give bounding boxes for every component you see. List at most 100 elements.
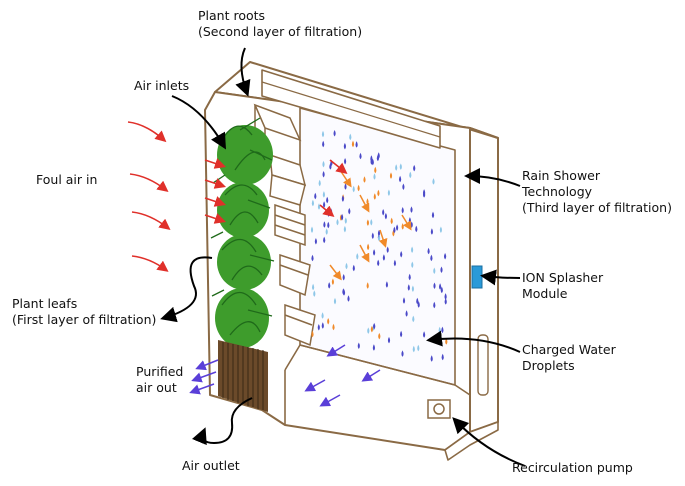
water-droplet bbox=[372, 344, 375, 351]
water-droplet bbox=[366, 282, 369, 289]
water-droplet bbox=[439, 283, 442, 290]
water-droplet bbox=[401, 207, 404, 214]
water-droplet bbox=[342, 274, 345, 281]
water-droplet bbox=[322, 191, 325, 198]
water-droplet bbox=[357, 342, 360, 349]
water-droplet bbox=[327, 221, 330, 229]
water-droplet bbox=[433, 282, 436, 289]
water-droplet bbox=[343, 225, 346, 233]
label-pointers bbox=[160, 47, 526, 467]
water-droplet bbox=[370, 219, 373, 226]
air-inlets-label: Air inlets bbox=[134, 78, 190, 93]
water-droplet bbox=[333, 297, 337, 305]
water-droplet bbox=[412, 315, 415, 323]
water-droplet bbox=[430, 254, 433, 262]
water-droplet bbox=[377, 259, 380, 267]
water-droplet bbox=[370, 325, 373, 333]
water-droplet bbox=[317, 324, 320, 331]
charged-water-line2: Droplets bbox=[522, 358, 575, 373]
water-droplet bbox=[439, 226, 442, 233]
purified-air-arrows bbox=[189, 344, 381, 407]
water-droplet bbox=[352, 185, 355, 193]
purified-air-out-line2: air out bbox=[136, 380, 177, 395]
water-droplet bbox=[415, 225, 418, 233]
air-inlets-pointer bbox=[171, 95, 227, 150]
water-droplet bbox=[345, 262, 348, 270]
water-droplet bbox=[423, 331, 426, 338]
water-droplet bbox=[433, 267, 436, 274]
water-droplet bbox=[399, 175, 402, 183]
water-droplet bbox=[322, 140, 325, 148]
water-droplet bbox=[431, 211, 435, 219]
ion-splasher-line2: Module bbox=[522, 286, 568, 301]
water-droplet bbox=[411, 285, 414, 292]
water-droplet bbox=[377, 189, 380, 197]
water-droplet bbox=[405, 310, 408, 317]
water-droplet bbox=[311, 199, 314, 207]
plant-roots-title: Plant roots bbox=[198, 8, 266, 23]
water-droplet bbox=[367, 243, 370, 251]
water-droplet bbox=[384, 212, 387, 220]
water-droplet bbox=[399, 163, 402, 170]
ion-splasher-line1: ION Splasher bbox=[522, 270, 604, 285]
water-droplet bbox=[402, 297, 406, 304]
recirculation-pump-pointer bbox=[452, 417, 526, 467]
water-droplet bbox=[312, 283, 315, 291]
water-droplet bbox=[416, 297, 419, 305]
water-droplet bbox=[395, 164, 398, 171]
water-droplet bbox=[322, 160, 325, 168]
water-droplet bbox=[374, 166, 377, 174]
water-droplet bbox=[377, 229, 381, 237]
water-droplet bbox=[382, 209, 385, 216]
water-droplet bbox=[373, 249, 376, 256]
water-droplet bbox=[332, 323, 335, 331]
plant-roots-pointer bbox=[235, 47, 251, 97]
water-droplet bbox=[325, 228, 328, 235]
water-droplet bbox=[427, 247, 430, 255]
water-droplet bbox=[411, 246, 414, 253]
water-droplet bbox=[393, 259, 396, 267]
water-droplet bbox=[342, 288, 345, 295]
water-droplet bbox=[408, 273, 411, 281]
water-droplet bbox=[423, 191, 426, 198]
water-droplet bbox=[413, 164, 416, 172]
charged-water-label: Charged Water Droplets bbox=[522, 342, 616, 374]
water-droplet bbox=[355, 141, 358, 148]
water-droplet bbox=[314, 238, 317, 245]
water-droplet bbox=[323, 236, 326, 244]
rain-shower-label: Rain Shower Technology (Third layer of f… bbox=[522, 168, 672, 216]
water-droplet bbox=[311, 254, 314, 262]
recirculation-pump-label: Recirculation pump bbox=[512, 460, 633, 475]
water-droplet bbox=[387, 189, 390, 196]
water-droplet bbox=[382, 254, 385, 261]
water-droplet bbox=[311, 330, 314, 338]
plant-roots-label: Plant roots (Second layer of filtration) bbox=[198, 8, 362, 40]
ion-splasher-label: ION Splasher Module bbox=[522, 270, 603, 302]
water-droplet bbox=[323, 221, 326, 228]
air-outlet-pointer bbox=[192, 397, 253, 446]
internal-air-flow bbox=[329, 169, 412, 281]
rain-shower-line1: Rain Shower bbox=[522, 168, 600, 183]
plant-roots-block bbox=[218, 340, 268, 412]
water-droplet bbox=[321, 312, 324, 319]
water-droplet bbox=[401, 350, 404, 357]
charged-water-line1: Charged Water bbox=[522, 342, 616, 357]
water-droplet bbox=[336, 218, 339, 226]
water-droplet bbox=[373, 322, 376, 330]
plant-leafs-label: Plant leafs (First layer of filtration) bbox=[12, 296, 156, 328]
water-droplet bbox=[370, 155, 373, 162]
water-droplet bbox=[314, 192, 317, 200]
rain-shower-pointer bbox=[464, 168, 521, 187]
water-droplet bbox=[321, 130, 325, 138]
air-outlet-label: Air outlet bbox=[182, 458, 240, 473]
charged-water-pointer bbox=[426, 330, 521, 353]
water-droplet bbox=[385, 281, 388, 288]
plant-leafs-title: Plant leafs bbox=[12, 296, 78, 311]
water-droplet bbox=[417, 344, 420, 352]
water-droplet bbox=[444, 298, 447, 305]
water-droplet bbox=[417, 301, 420, 308]
water-droplet bbox=[432, 178, 435, 185]
water-droplet bbox=[409, 171, 412, 179]
water-droplet bbox=[386, 246, 389, 253]
